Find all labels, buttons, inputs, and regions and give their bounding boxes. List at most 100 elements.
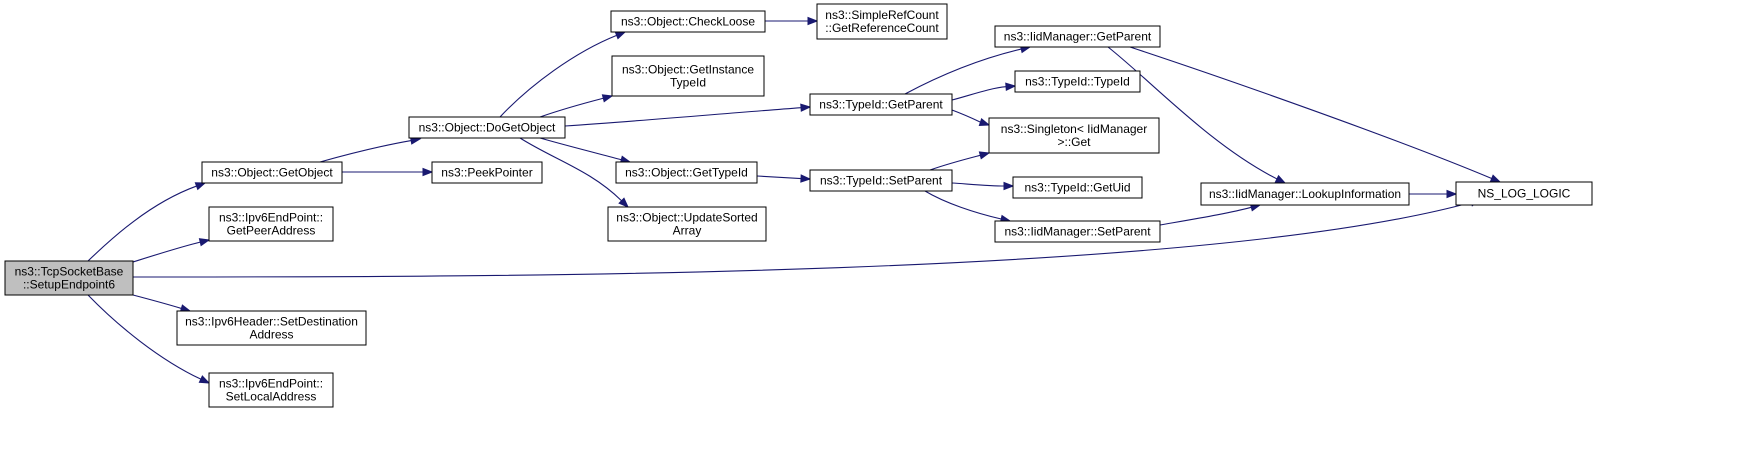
node-label: NS_LOG_LOGIC [1478,187,1571,201]
call-edge-iidsetparent-to-lookupinformation [1159,203,1262,226]
node-label: ns3::PeekPointer [441,166,532,180]
call-edge-checkloose-to-getreferencecount [765,16,819,26]
call-edge-dogetobject-to-checkloose [499,31,627,118]
node-label: ::GetReferenceCount [825,21,939,35]
node-typeidctor[interactable]: ns3::TypeId::TypeId [1014,70,1141,93]
call-edge-dogetobject-to-objectgettypeid [539,137,632,164]
node-box[interactable] [176,310,367,346]
node-box[interactable] [809,93,953,116]
node-box[interactable] [610,10,766,33]
call-edge-setupendpoint6-to-getpeeraddress [132,238,211,263]
node-box[interactable] [201,161,343,184]
call-edge-typeidsetparent-to-getuid [951,181,1015,191]
node-label: SetLocalAddress [226,390,317,404]
call-edge-setupendpoint6-to-setdestinationaddress [132,294,192,313]
node-label: >::Get [1057,135,1091,149]
node-box[interactable] [1200,182,1410,206]
arrowhead-icon [800,174,812,183]
node-singletonget[interactable]: ns3::Singleton< IidManager>::Get [988,117,1160,154]
node-checkloose[interactable]: ns3::Object::CheckLoose [610,10,766,33]
arrowhead-icon [422,167,434,177]
call-graph-nodes: ns3::TcpSocketBase::SetupEndpoint6 ns3::O… [4,3,1593,408]
call-edge-typeidsetparent-to-singletonget [929,151,991,171]
arrowhead-icon [800,103,812,112]
call-edge-line [951,109,981,123]
node-getpeeraddress[interactable]: ns3::Ipv6EndPoint::GetPeerAddress [208,206,334,242]
node-box[interactable] [208,372,334,408]
arrowhead-icon [1005,82,1017,91]
node-getreferencecount[interactable]: ns3::SimpleRefCount::GetReferenceCount [816,3,948,40]
node-label: ns3::Singleton< IidManager [1001,122,1147,136]
call-edge-line [539,97,604,118]
node-box[interactable] [431,161,543,184]
call-edge-iidgetparent-to-lookupinformation [1107,46,1287,184]
node-label: ns3::IidManager::LookupInformation [1209,187,1401,201]
node-objectgettypeid[interactable]: ns3::Object::GetTypeId [615,161,758,184]
arrowhead-icon [198,238,211,247]
call-edge-setupendpoint6-to-getobject [87,182,207,262]
node-label: ns3::Object::GetTypeId [625,166,748,180]
node-box[interactable] [208,206,334,242]
arrowhead-icon [601,94,614,103]
node-label: ns3::Object::DoGetObject [419,121,556,135]
node-box[interactable] [988,117,1160,154]
node-setupendpoint6[interactable]: ns3::TcpSocketBase::SetupEndpoint6 [4,260,134,296]
node-iidgetparent[interactable]: ns3::IidManager::GetParent [994,25,1161,48]
call-edge-getobject-to-peekpointer [341,167,434,177]
node-box[interactable] [994,220,1161,243]
node-iidsetparent[interactable]: ns3::IidManager::SetParent [994,220,1161,243]
node-typeidgetparent[interactable]: ns3::TypeId::GetParent [809,93,953,116]
arrowhead-icon [807,16,819,26]
node-box[interactable] [615,161,758,184]
node-lookupinformation[interactable]: ns3::IidManager::LookupInformation [1200,182,1410,206]
call-edge-line [951,86,1007,101]
call-edge-line [87,185,197,262]
arrowhead-icon [1489,174,1502,183]
node-getobject[interactable]: ns3::Object::GetObject [201,161,343,184]
call-edge-setupendpoint6-to-setlocaladdress [87,294,211,384]
call-edge-line [929,154,981,171]
arrowhead-icon [1446,189,1458,199]
node-setlocaladdress[interactable]: ns3::Ipv6EndPoint::SetLocalAddress [208,372,334,408]
call-edge-line [319,140,412,163]
arrowhead-icon [194,182,207,191]
node-box[interactable] [408,116,566,139]
node-label: ns3::Object::GetObject [211,166,333,180]
call-edge-line [539,137,622,161]
node-peekpointer[interactable]: ns3::PeekPointer [431,161,543,184]
node-label: ns3::SimpleRefCount [825,8,939,22]
node-box[interactable] [607,206,767,242]
call-edge-line [132,294,182,309]
call-edge-line [904,48,1022,95]
call-edge-dogetobject-to-getinstancetypeid [539,94,614,118]
node-getuid[interactable]: ns3::TypeId::GetUid [1012,176,1143,199]
call-edge-typeidgetparent-to-singletonget [951,109,991,127]
call-edge-line [499,34,617,118]
node-box[interactable] [994,25,1161,48]
node-label: ns3::Ipv6EndPoint:: [219,211,323,225]
node-box[interactable] [809,169,953,192]
call-edge-lookupinformation-to-nsloglogic [1408,189,1458,199]
node-label: Array [673,224,702,238]
node-box[interactable] [1455,181,1593,206]
node-box[interactable] [611,55,765,97]
node-dogetobject[interactable]: ns3::Object::DoGetObject [408,116,566,139]
node-typeidsetparent[interactable]: ns3::TypeId::SetParent [809,169,953,192]
arrowhead-icon [978,151,991,160]
node-box[interactable] [816,3,948,40]
node-label: ns3::Object::CheckLoose [621,15,755,29]
node-box[interactable] [1014,70,1141,93]
arrowhead-icon [198,375,211,384]
node-label: ns3::Ipv6EndPoint:: [219,377,323,391]
node-nsloglogic[interactable]: NS_LOG_LOGIC [1455,181,1593,206]
node-box[interactable] [1012,176,1143,199]
call-edge-setupendpoint6-to-nsloglogic [132,198,1482,278]
call-edge-line [1159,206,1252,226]
call-edge-line [924,190,1002,220]
node-label: ns3::TypeId::GetParent [819,98,943,112]
node-box[interactable] [4,260,134,296]
call-edge-dogetobject-to-typeidgetparent [564,103,812,127]
